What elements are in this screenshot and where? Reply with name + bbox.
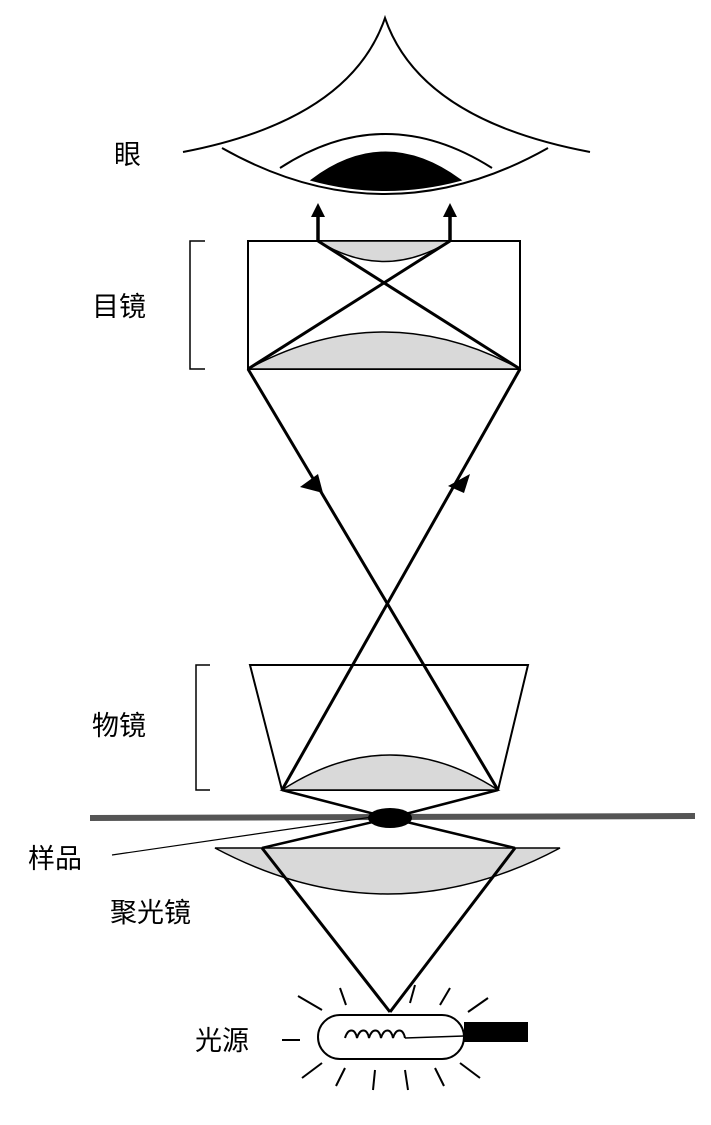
condenser-ray-left <box>260 847 392 1013</box>
specimen-objective-rays <box>281 788 499 820</box>
eye-iris-arc <box>279 133 493 169</box>
objective <box>195 664 530 791</box>
objective-lens <box>279 754 501 791</box>
rays-to-eye <box>311 203 457 241</box>
eyepiece-eye-lens <box>315 240 453 263</box>
eyepiece <box>189 239 521 371</box>
light-source <box>282 984 528 1091</box>
label-eye: 眼 <box>114 140 141 171</box>
eye-outer-curve <box>182 14 591 153</box>
label-eyepiece: 目镜 <box>92 292 146 323</box>
label-specimen: 样品 <box>28 844 82 875</box>
condenser-lens <box>214 847 561 895</box>
ray-objective-left-to-eyepiece-right <box>280 368 522 791</box>
eyepiece-field-lens <box>247 331 521 370</box>
eye-pupil <box>309 151 463 191</box>
ray-spec-obj-left <box>281 788 391 820</box>
eye-lower-lid <box>221 147 549 195</box>
condenser-ray-right-top <box>389 816 516 850</box>
condenser <box>214 816 561 1013</box>
ray-objective-right-to-eyepiece-left <box>246 368 500 791</box>
label-condenser: 聚光镜 <box>110 898 191 929</box>
eyepiece-ray-left <box>247 239 451 371</box>
ray-arrow-right <box>448 474 470 493</box>
condenser-ray-left-top <box>261 816 391 850</box>
specimen-leader-line <box>111 816 373 856</box>
intermediate-rays <box>246 368 522 791</box>
bulb-base <box>464 1022 528 1042</box>
eye <box>182 14 591 195</box>
condenser-ray-right <box>388 847 517 1013</box>
label-objective: 物镜 <box>92 711 146 742</box>
light-rays <box>282 984 489 1091</box>
ray-spec-obj-right <box>389 788 499 820</box>
ray-arrow-left <box>300 474 323 493</box>
label-light-source: 光源 <box>195 1026 249 1057</box>
bulb-filament <box>344 1029 406 1039</box>
objective-bracket <box>195 664 210 791</box>
eyepiece-ray-right <box>317 239 521 371</box>
bulb-filament-lead <box>404 1035 465 1039</box>
eyepiece-bracket <box>189 240 205 370</box>
